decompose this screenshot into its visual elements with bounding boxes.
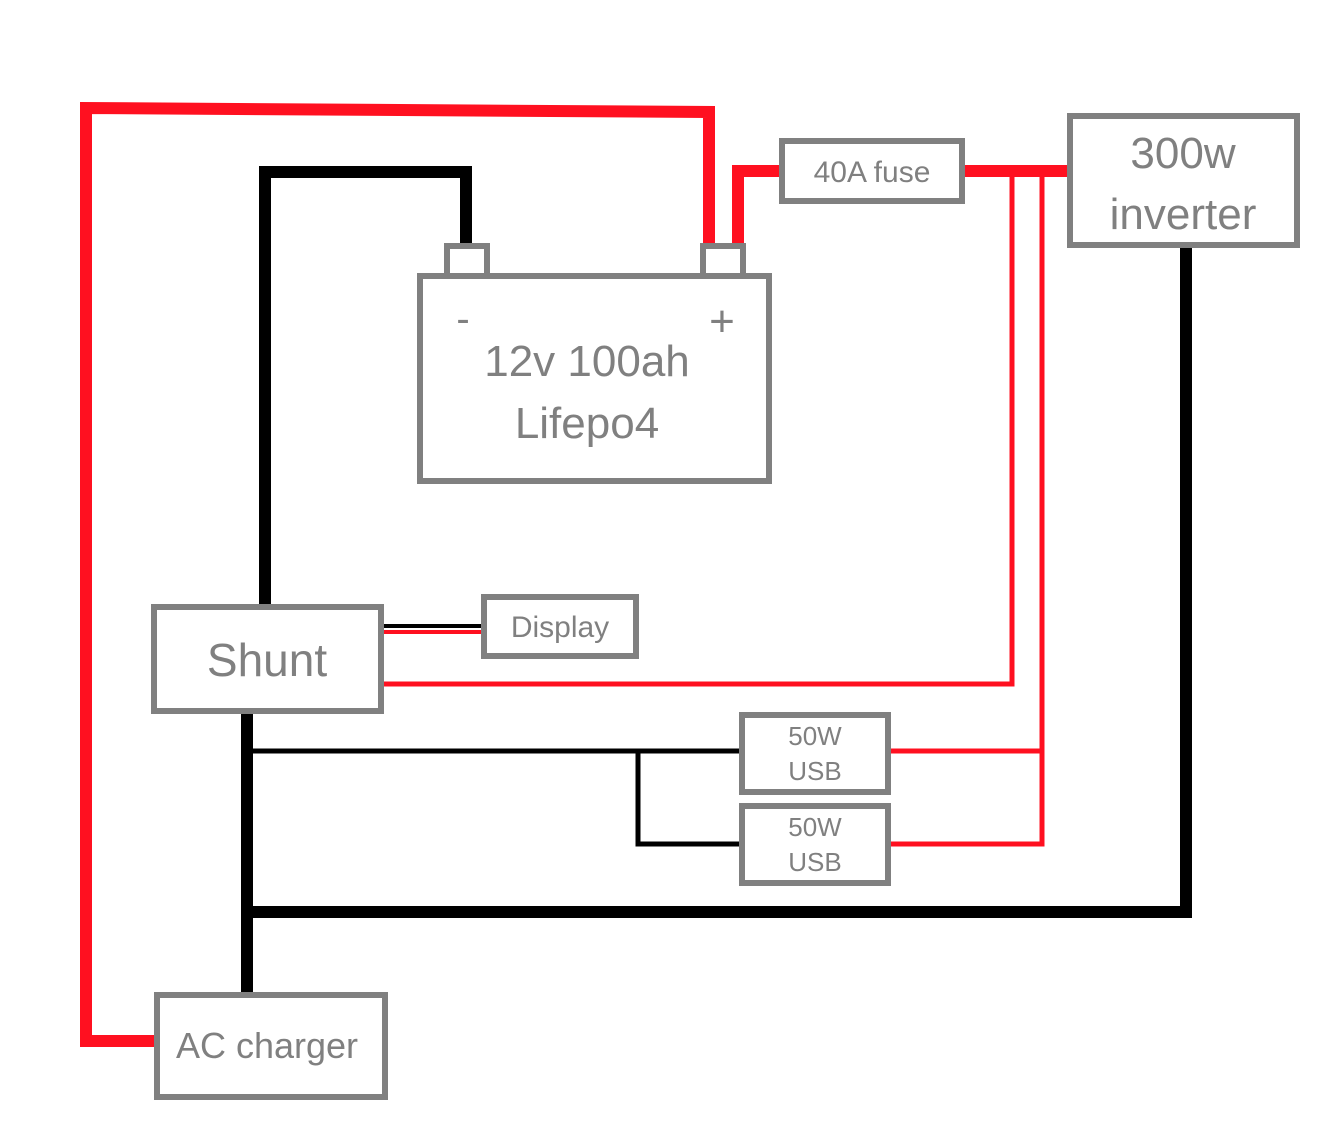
- wire-negative-to-usb-2: [635, 748, 745, 847]
- inverter-label-line1: 300w: [1130, 129, 1235, 178]
- positive-wires: [80, 101, 1075, 1047]
- battery-label-line2: Lifepo4: [515, 399, 659, 448]
- usb-2-label-line1: 50W: [788, 812, 842, 842]
- usb-2-box: [739, 803, 891, 886]
- display-label: Display: [511, 611, 609, 644]
- wire-fuse-to-usb-2: [885, 748, 1045, 847]
- ac-charger: AC charger: [154, 992, 388, 1100]
- shunt-label: Shunt: [207, 634, 327, 686]
- wire-inverter-negative-to-bus: [241, 244, 1192, 918]
- battery-positive-symbol: +: [709, 297, 735, 346]
- usb-1-label-line2: USB: [788, 756, 841, 786]
- battery-label-line1: 12v 100ah: [484, 337, 690, 386]
- wire-battery-negative-to-shunt: [259, 166, 472, 613]
- wire-battery-positive-to-ac-charger: [80, 101, 715, 1047]
- negative-wires: [241, 166, 1192, 999]
- battery: - + 12v 100ah Lifepo4: [417, 243, 772, 484]
- inverter-box: [1067, 113, 1300, 248]
- fuse-box: [779, 138, 965, 204]
- ac-charger-box: [154, 992, 388, 1100]
- shunt-box: [151, 604, 384, 714]
- wire-fuse-to-usb-1: [885, 168, 1045, 754]
- wire-battery-positive-to-fuse: [732, 165, 786, 253]
- ac-charger-label: AC charger: [176, 1025, 358, 1066]
- inverter-label-line2: inverter: [1110, 190, 1257, 239]
- battery-negative-symbol: -: [456, 297, 469, 341]
- usb-1-box: [739, 712, 891, 795]
- shunt: Shunt: [151, 604, 384, 714]
- usb-1: 50W USB: [739, 712, 891, 795]
- usb-1-label-line1: 50W: [788, 721, 842, 751]
- fuse: 40A fuse: [779, 138, 965, 204]
- wire-fuse-to-shunt-sense: [380, 168, 1015, 687]
- battery-body: [417, 273, 772, 484]
- battery-negative-terminal: [444, 243, 490, 279]
- fuse-label: 40A fuse: [814, 156, 931, 189]
- usb-2-label-line2: USB: [788, 847, 841, 877]
- usb-2: 50W USB: [739, 803, 891, 886]
- display-box: [481, 594, 639, 659]
- battery-positive-terminal: [700, 243, 746, 279]
- display: Display: [481, 594, 639, 659]
- inverter: 300w inverter: [1067, 113, 1300, 248]
